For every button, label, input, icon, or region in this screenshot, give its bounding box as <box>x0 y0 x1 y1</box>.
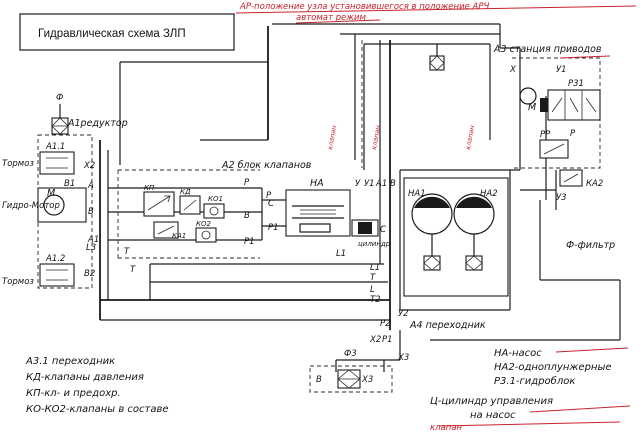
a3-station-label: А3 станция приводов <box>493 44 602 55</box>
a2-block-label: А2 блок клапанов <box>221 160 312 171</box>
legend-left-line3: КП-кл- и предохр. <box>26 388 121 399</box>
b-low-label: В <box>316 375 322 385</box>
vertical-red-notes: клапан клапан клапан <box>326 125 476 151</box>
l1-label: L1 <box>336 249 346 259</box>
y1-r-label: У1 <box>556 65 567 75</box>
motor-m-label: М <box>47 188 55 199</box>
a2-valve-block: А2 блок клапанов Р КП КД КО1 КА1 КО2 В Р… <box>124 160 312 275</box>
top-note-line2: автомат режим <box>296 13 366 23</box>
title-block: Гидравлическая схема ЗЛП <box>19 13 235 51</box>
ha2-label: НА2 <box>480 189 498 199</box>
pump-station: НА1 НА2 <box>403 177 509 297</box>
legend-right-line2: НА2-одноплунжерные <box>494 362 612 373</box>
ha-distributor: НА У У1 А1 В С Р Р1 С цилиндр L1 L1 Т L … <box>266 178 409 319</box>
y3-label: У3 <box>556 193 567 203</box>
a1-right-label: А1 <box>375 179 387 189</box>
l-b-label: L <box>370 285 375 295</box>
ka1-label: КА1 <box>172 232 186 240</box>
ko1-label: КО1 <box>208 195 223 203</box>
l1-b-label: L1 <box>370 263 380 273</box>
kd-label: КД <box>180 188 191 196</box>
x2-low-label: Х2 <box>369 335 381 345</box>
b2-label: В2 <box>84 269 95 279</box>
dashed-boundaries <box>117 40 601 393</box>
p31-label: Р31 <box>568 79 584 89</box>
t-b-label: Т <box>370 273 376 283</box>
legend-left-line2: КД-клапаны давления <box>26 372 144 383</box>
x3-low-label: Х3 <box>397 353 409 363</box>
a1-reductor: А1редуктор А1.1 Тормоз Х2 М В1 Гидро-Мот… <box>2 118 128 289</box>
a2-b-port: В <box>244 211 250 221</box>
filter-f-label: Ф <box>56 93 63 103</box>
x-label: Х <box>509 65 516 75</box>
hydromotor-label: Гидро-Мотор <box>2 201 60 211</box>
tormoz-top-label: Тормоз <box>2 159 34 169</box>
a1-2-label: А1.2 <box>45 254 65 264</box>
top-red-note: АР-положение узла установившегося в поло… <box>235 2 637 24</box>
legend-left: А3.1 переходник КД-клапаны давления КП-к… <box>25 356 169 415</box>
a4-label: А4 переходник <box>409 320 486 331</box>
bottom-note: Ц-цилиндр управления на насос клапан <box>430 396 631 433</box>
a2-t-port: Т <box>130 265 136 275</box>
ha-label: НА <box>310 178 324 189</box>
l3-label: L3 <box>86 243 96 253</box>
a1-reductor-label: А1редуктор <box>67 118 128 129</box>
bottom-note-line1: Ц-цилиндр управления <box>430 396 553 407</box>
a3-station: А3 станция приводов Х У1 Р31 М РР Р КА2 … <box>429 44 615 251</box>
top-note-line1: АР-положение узла установившегося в поло… <box>239 2 489 12</box>
m-r-label: М <box>528 102 536 113</box>
a2-p1-port: Р1 <box>244 237 255 247</box>
x3-label: Х3 <box>361 375 373 385</box>
p-r-label: Р <box>570 129 576 139</box>
legend-right-line1: НА-насос <box>494 348 542 359</box>
port-b-label: В <box>88 207 94 217</box>
pipeline-network <box>99 23 621 372</box>
vertical-red-note-3: клапан <box>464 125 476 151</box>
ko2-label: КО2 <box>196 220 211 228</box>
x2-label: Х2 <box>83 161 95 171</box>
p2-label: Р2 <box>380 319 391 329</box>
filter-top-left: Ф <box>51 93 69 135</box>
a2-p-port: Р <box>244 178 250 188</box>
kp-label: КП <box>144 184 155 192</box>
ha1-label: НА1 <box>408 189 426 199</box>
legend-left-line4: КО-КО2-клапаны в составе <box>26 404 169 415</box>
y-label: У <box>355 179 361 189</box>
legend-right-line3: Р3.1-гидроблок <box>494 375 575 387</box>
b-right-label: В <box>390 179 396 189</box>
pp-label: РР <box>540 130 551 140</box>
diagram-title: Гидравлическая схема ЗЛП <box>38 28 186 40</box>
y1-label: У1 <box>364 179 375 189</box>
t2-b-label: Т2 <box>370 295 381 305</box>
y2-label: У2 <box>398 309 409 319</box>
legend-right: НА-насос НА2-одноплунжерные Р3.1-гидробл… <box>494 347 629 387</box>
bottom-note-line2: на насос <box>470 410 516 421</box>
cylinder-text: цилиндр <box>358 240 391 248</box>
ka2-label: КА2 <box>586 179 603 189</box>
a4-adapter: А4 переходник Р2 Р1 Х2 Х3 <box>369 319 486 363</box>
f-filter-label: Ф-фильтр <box>566 240 615 251</box>
filter-f3: Ф3 В Х3 <box>316 349 373 389</box>
c-port-label: С <box>268 199 274 209</box>
tormoz-bottom-label: Тормоз <box>2 277 34 287</box>
vertical-red-note-1: клапан <box>326 125 338 151</box>
a1-1-label: А1.1 <box>45 142 65 152</box>
cylinder-c-label: С <box>380 225 386 235</box>
bottom-note-line3: клапан <box>430 423 463 433</box>
port-a-label: А <box>87 181 94 191</box>
p1-c-port-label: Р1 <box>268 223 279 233</box>
f3-label: Ф3 <box>344 349 357 359</box>
p-c-port-label: Р <box>266 191 272 201</box>
b1-label: В1 <box>64 179 75 189</box>
a2-t2-port: Т <box>124 247 130 257</box>
port-a1-label: А1 <box>87 235 99 245</box>
legend-left-line1: А3.1 переходник <box>25 356 115 367</box>
p1-low-label: Р1 <box>382 335 393 345</box>
